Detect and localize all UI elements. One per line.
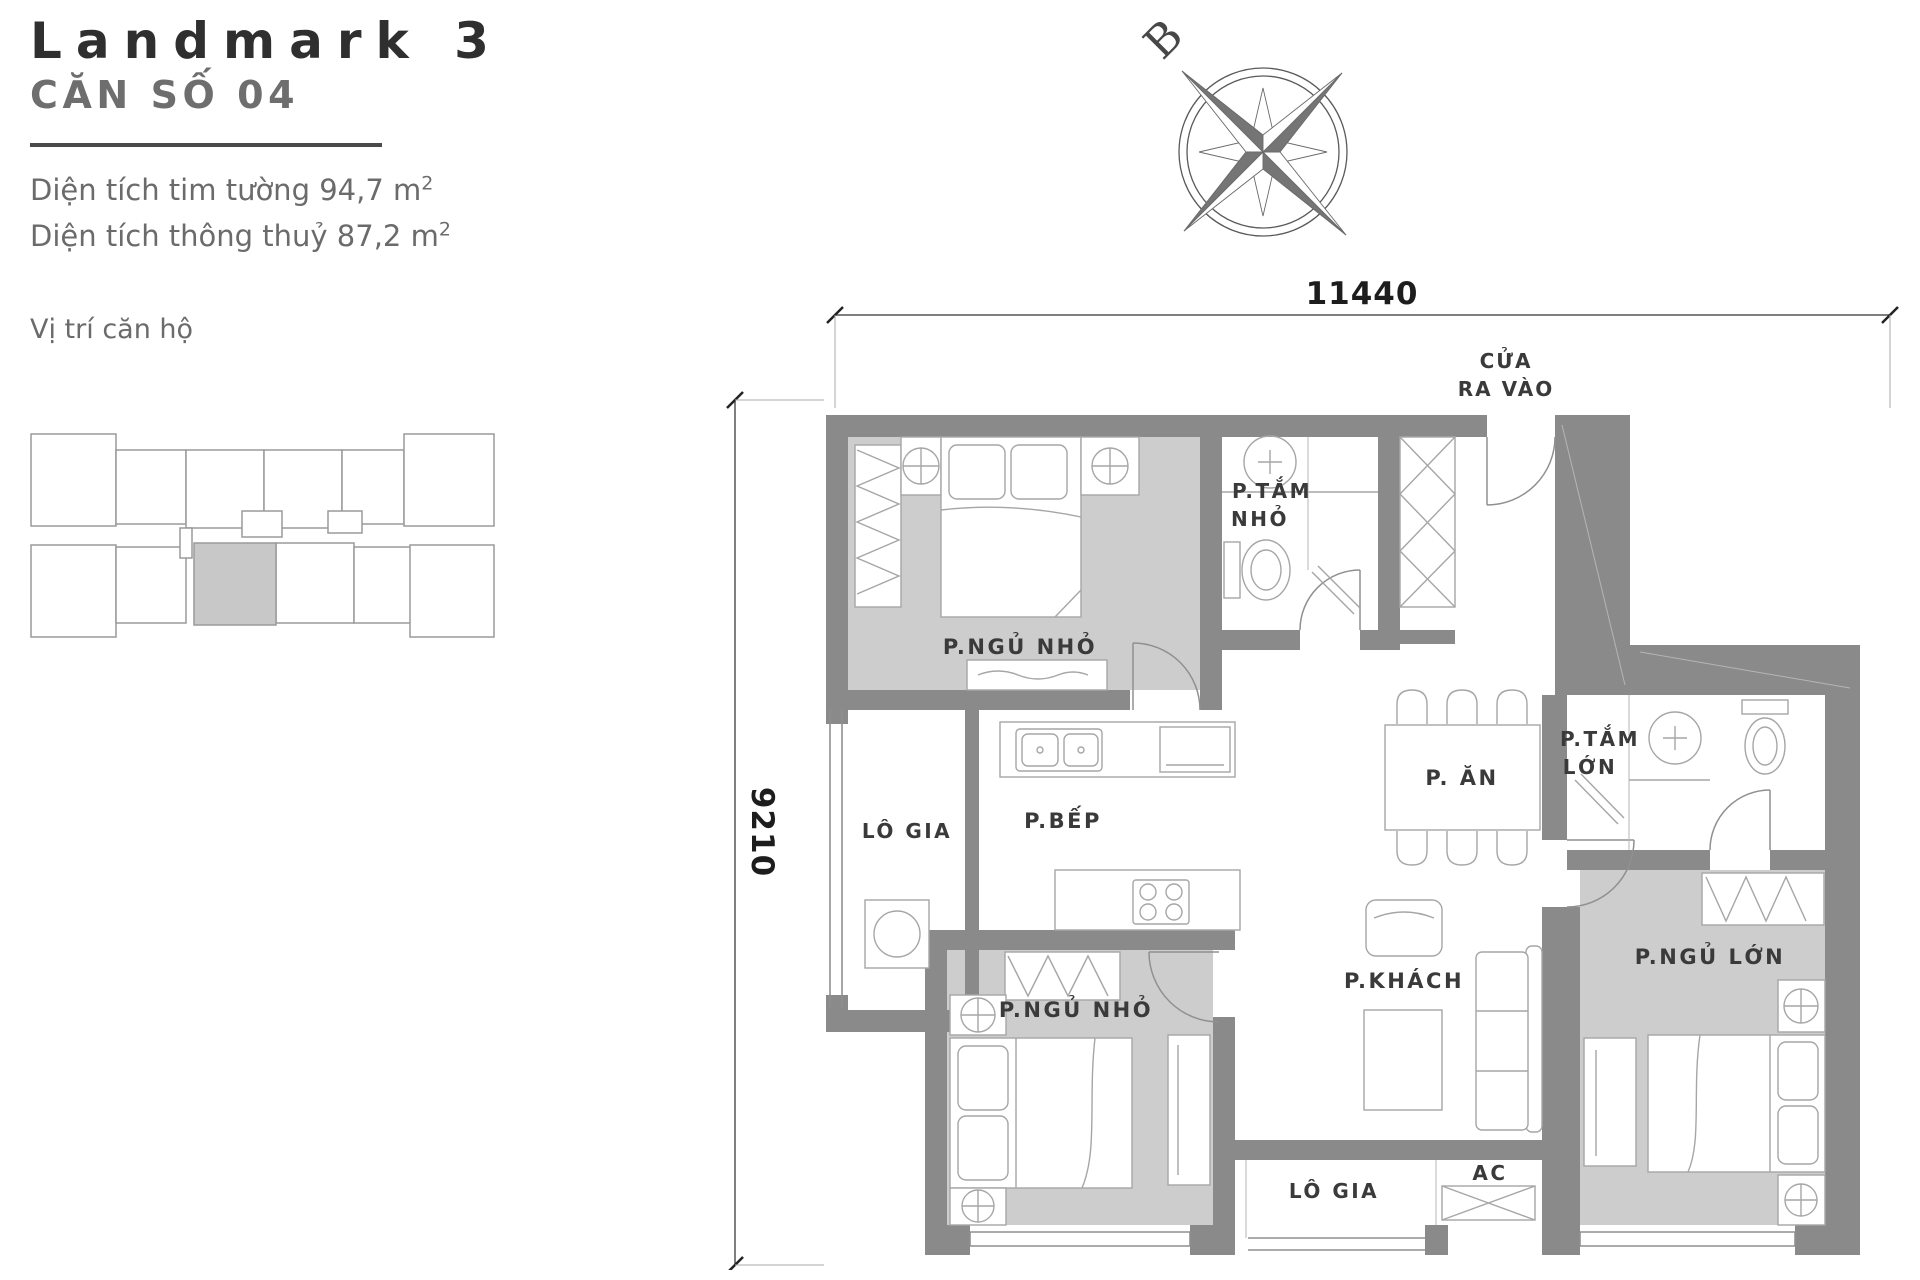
sink-icon xyxy=(1243,435,1297,489)
loggia2-label: LÔ GIA xyxy=(1289,1179,1379,1203)
dimension-left-value: 9210 xyxy=(744,787,780,877)
bath-small-label-line1: P.TẮM xyxy=(1232,477,1312,503)
entrance-label-line2: RA VÀO xyxy=(1458,377,1554,401)
compass-icon: B xyxy=(1134,10,1348,237)
entrance-label-line1: CỬA xyxy=(1480,348,1533,373)
ac-label: AC xyxy=(1472,1161,1507,1185)
compass-north-label: B xyxy=(1134,10,1193,69)
double-sink-icon xyxy=(1015,728,1103,772)
compass-diagonal-points xyxy=(1181,70,1347,236)
shower-icon xyxy=(1311,571,1355,615)
locator-bottom-row xyxy=(30,527,495,638)
chair xyxy=(1446,689,1478,724)
chair xyxy=(1496,689,1528,724)
area-gross-sup: 2 xyxy=(421,172,434,195)
entry-closet xyxy=(1399,436,1456,608)
entrance-label: CỬA RA VÀO xyxy=(1458,348,1554,401)
unit-locator-diagram xyxy=(30,433,495,638)
area-net: Diện tích thông thuỷ 87,2 m2 xyxy=(30,218,451,254)
windows xyxy=(829,710,1796,1251)
room-kitchen: P.BẾP xyxy=(999,721,1241,931)
living-label: P.KHÁCH xyxy=(1344,968,1464,993)
area-net-sup: 2 xyxy=(438,218,451,241)
dresser xyxy=(966,659,1108,691)
locator-label: Vị trí căn hộ xyxy=(30,313,194,345)
locator-top-row xyxy=(30,433,495,538)
bath-small-label-line2: NHỎ xyxy=(1231,506,1289,531)
dining-label: P. ĂN xyxy=(1425,765,1498,790)
dining-table xyxy=(1384,724,1541,831)
armchair xyxy=(1365,899,1443,957)
chair xyxy=(1396,689,1428,724)
room-bedroom-1: P.NGỦ NHỎ xyxy=(854,436,1140,691)
chair xyxy=(1396,831,1428,866)
doors xyxy=(1132,436,1771,1023)
room-bath-small: P.TẮM NHỎ xyxy=(1222,435,1378,615)
floor-plan: 11440 9210 CỬA RA VÀO xyxy=(726,276,1899,1270)
bath-large-label-line2: LỚN xyxy=(1563,755,1617,779)
toilet-icon xyxy=(1223,541,1241,599)
wardrobe xyxy=(1004,951,1121,1001)
bath-large-label-line1: P.TẮM xyxy=(1560,725,1640,751)
area-gross: Diện tích tim tường 94,7 m2 xyxy=(30,172,434,207)
sink-icon xyxy=(1648,711,1702,765)
room-bedroom-master: P.NGỦ LỚN xyxy=(1583,872,1826,1226)
bedroom1-door-icon xyxy=(1132,642,1201,711)
chair xyxy=(1496,831,1528,866)
kitchen-label: P.BẾP xyxy=(1024,805,1102,833)
tv-console xyxy=(1583,1037,1637,1167)
room-dining: P. ĂN xyxy=(1384,689,1541,866)
wardrobe xyxy=(1701,872,1825,926)
divider-line xyxy=(30,143,382,147)
coffee-table xyxy=(1363,1009,1443,1111)
dimension-top-value: 11440 xyxy=(1306,276,1419,312)
dimension-top: 11440 xyxy=(826,276,1899,408)
area-info: Diện tích tim tường 94,7 m2 Diện tích th… xyxy=(30,167,610,260)
master-bedroom-door-icon xyxy=(1566,839,1635,908)
entrance-door-icon xyxy=(1486,436,1556,506)
project-title: Landmark 3 xyxy=(30,12,503,70)
room-loggia-1: LÔ GIA xyxy=(862,819,952,969)
room-bedroom-2: P.NGỦ NHỎ xyxy=(949,951,1211,1226)
room-living: P.KHÁCH xyxy=(1344,899,1543,1133)
walls xyxy=(826,415,1860,1255)
room-loggia-2: LÔ GIA xyxy=(1289,1179,1379,1203)
loggia1-label: LÔ GIA xyxy=(862,819,952,843)
cooktop-icon xyxy=(1132,879,1190,925)
dresser xyxy=(1167,1034,1211,1186)
unit-number: CĂN SỐ 04 xyxy=(30,73,300,117)
toilet-icon xyxy=(1741,699,1789,715)
chair xyxy=(1446,831,1478,866)
bath-large-door-icon xyxy=(1709,789,1771,851)
bedroom1-label: P.NGỦ NHỎ xyxy=(943,632,1097,659)
locator-highlighted-unit xyxy=(193,542,277,626)
bath-small-door-icon xyxy=(1299,569,1361,631)
wardrobe xyxy=(854,444,902,608)
shower-icon xyxy=(1574,779,1619,825)
room-bath-large: P.TẮM LỚN xyxy=(1560,695,1789,850)
bedroom2-door-icon xyxy=(1148,951,1220,1023)
bedroom2-label: P.NGỦ NHỎ xyxy=(999,995,1153,1022)
ac-area: AC xyxy=(1441,1161,1536,1221)
master-bedroom-label: P.NGỦ LỚN xyxy=(1635,942,1786,969)
dimension-left: 9210 xyxy=(726,391,824,1270)
info-panel: Landmark 3 CĂN SỐ 04 Diện tích tim tường… xyxy=(30,14,610,643)
